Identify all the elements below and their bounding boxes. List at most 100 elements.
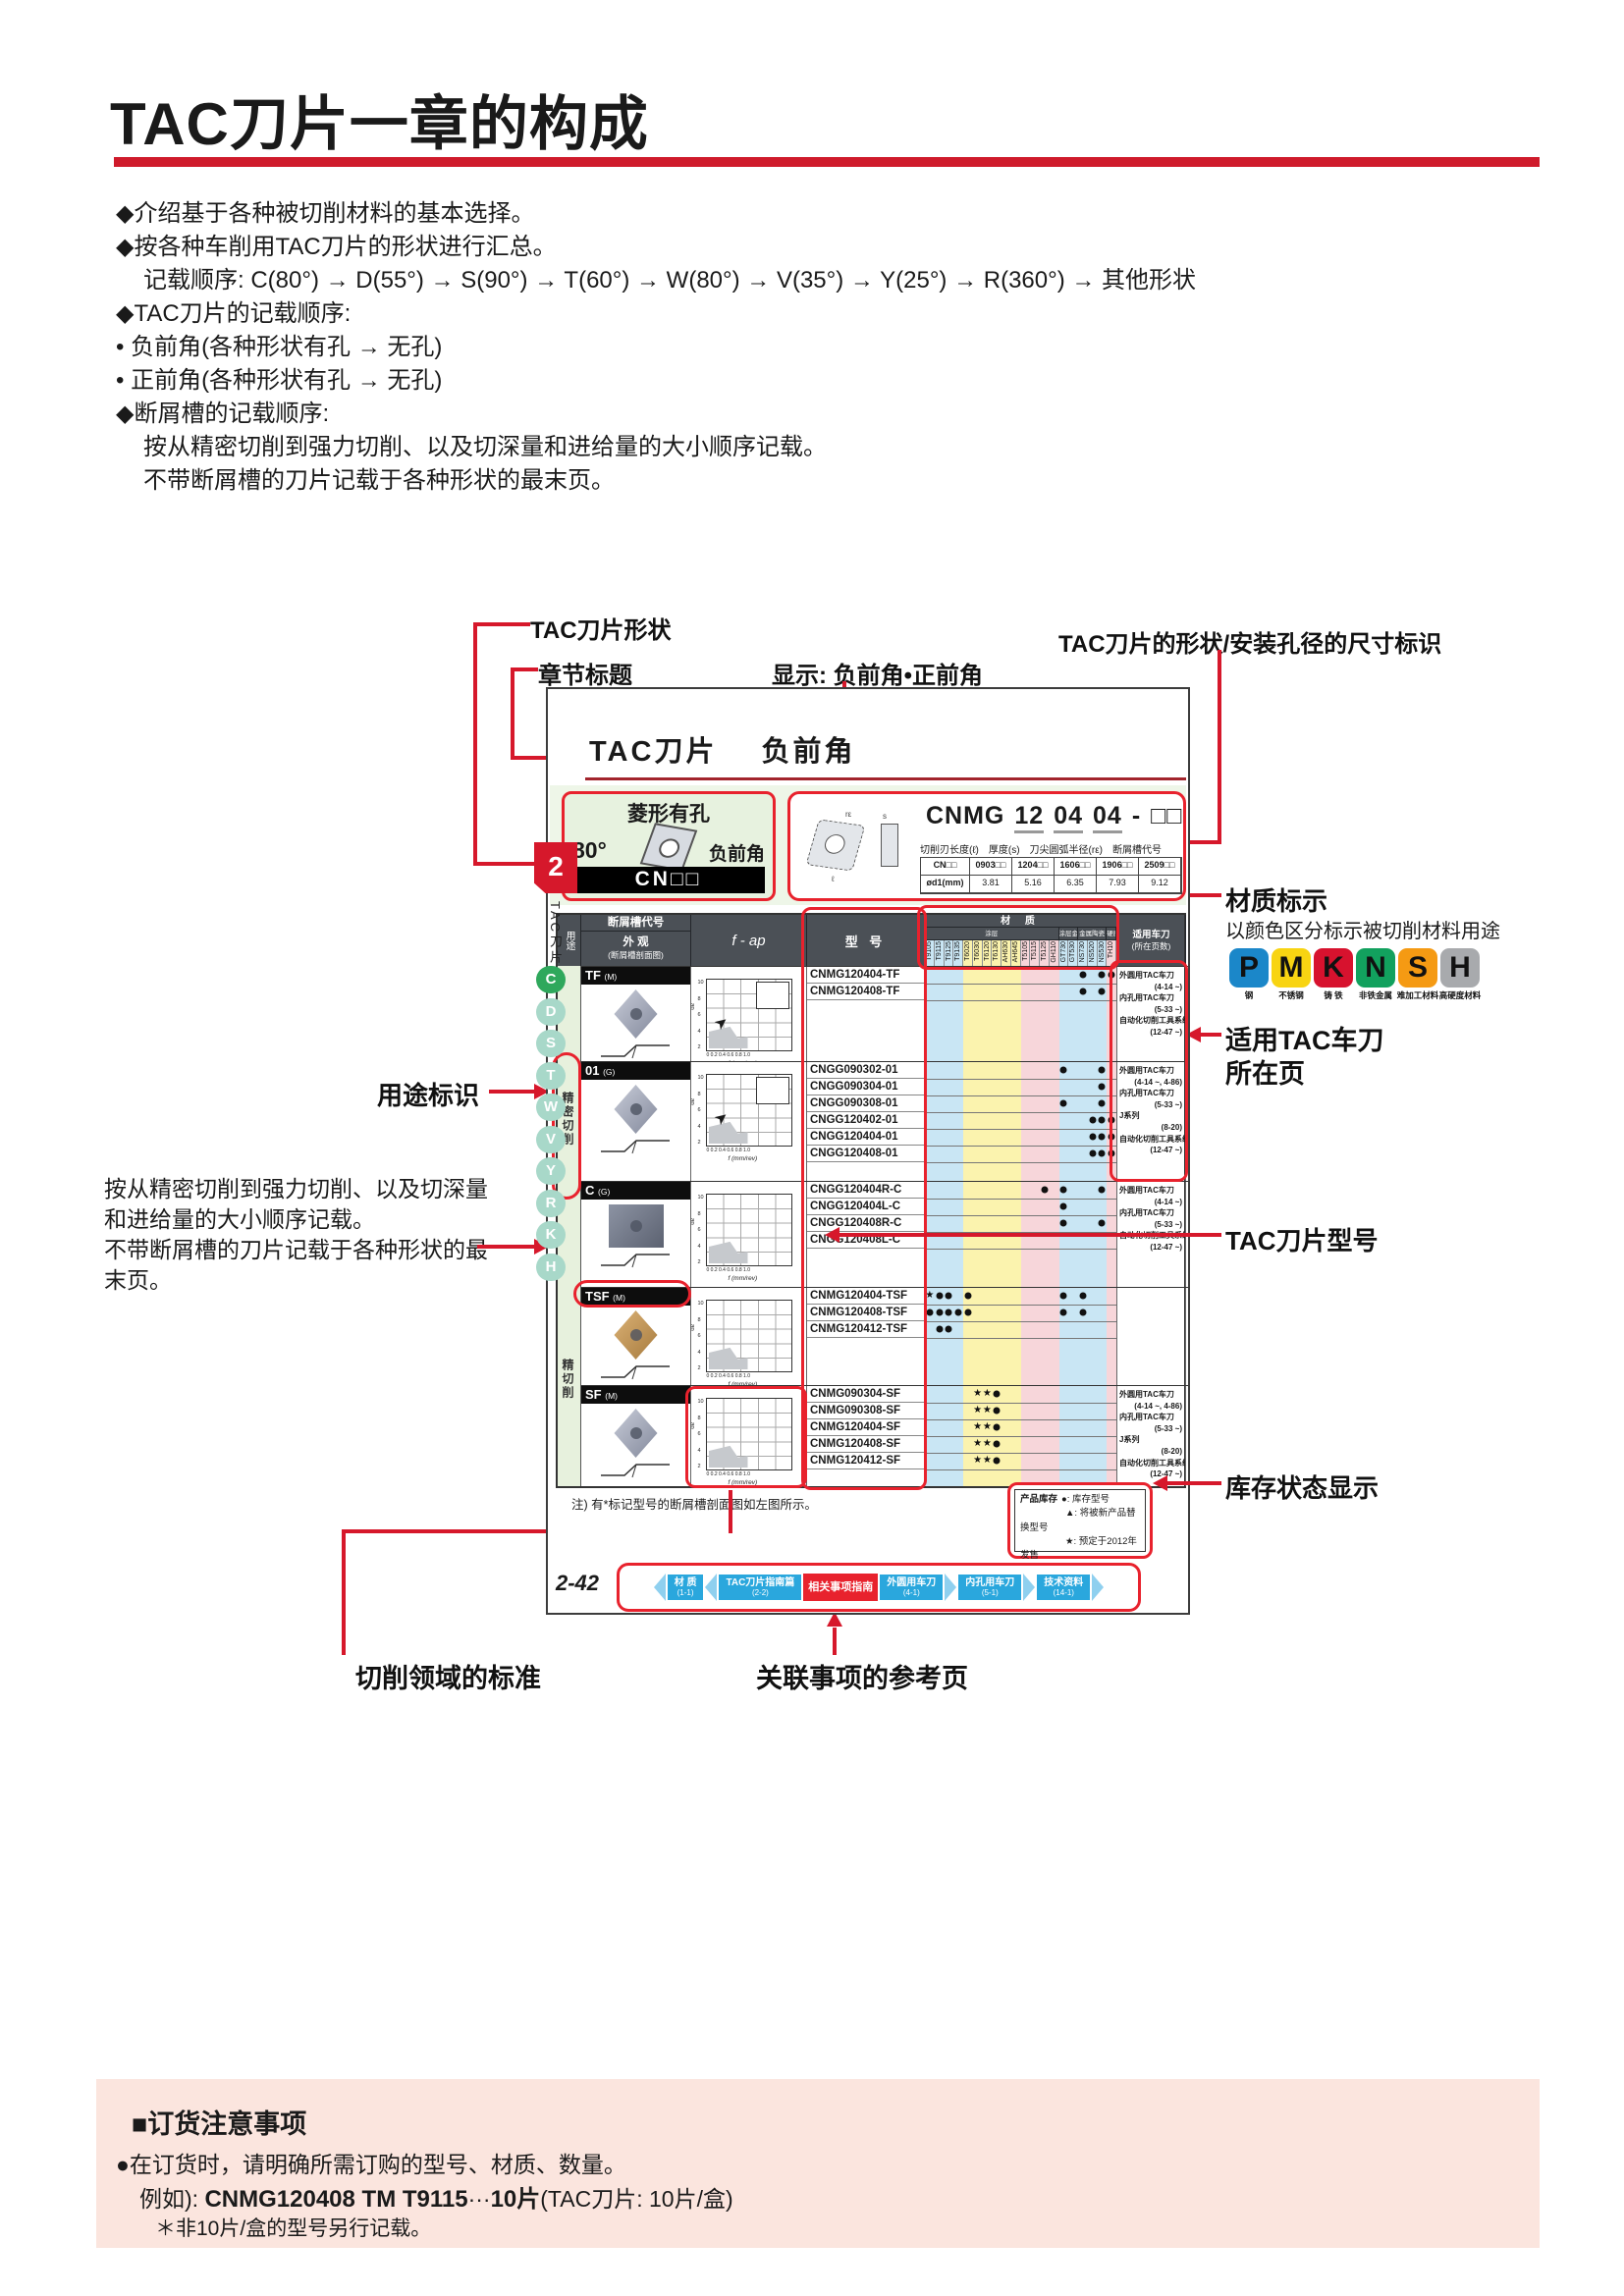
stock-dot-mark	[1041, 1186, 1049, 1194]
connector	[729, 1490, 732, 1533]
insert-photo	[614, 1085, 658, 1134]
header-usage: 用途	[558, 915, 581, 966]
connector	[511, 667, 538, 671]
insert-table: 用途 断屑槽代号 外 观 (断屑槽剖面图) f - ap 型 号 材 质 涂层涂…	[556, 913, 1188, 1488]
stock-dot-mark	[1098, 1219, 1106, 1227]
planned-star-mark: ★	[973, 1405, 983, 1415]
insert-photo	[614, 1310, 658, 1360]
nav-item[interactable]: 技术资料(14-1)	[1037, 1574, 1091, 1601]
ordering-title: ■订货注意事项	[132, 2109, 307, 2139]
annotation-material-mark-title: 材质标示	[1225, 886, 1328, 916]
tool-page-ref: (5-33 ~)	[1154, 1099, 1182, 1109]
connector	[1166, 840, 1221, 844]
breaker-label: C (G)	[581, 1182, 690, 1200]
planned-star-mark: ★	[973, 1421, 983, 1432]
intro-line: • 正前角(各种形状有孔 → 无孔)	[116, 367, 443, 394]
connector	[342, 1529, 732, 1533]
tool-page-ref: 外圆用TAC车刀	[1119, 1186, 1174, 1195]
stock-dot-mark	[1098, 988, 1106, 995]
annotation-cutting-standard: 切削领域的标准	[355, 1664, 541, 1693]
shape-tab-V[interactable]: V	[536, 1125, 566, 1153]
stock-dot-mark	[1108, 1116, 1115, 1124]
dim-label-s: s	[883, 812, 887, 821]
shape-tab-W[interactable]: W	[536, 1094, 566, 1121]
ordering-line2: 例如): CNMG120408 TM T9115···10片(TAC刀片: 10…	[139, 2186, 733, 2213]
nav-item[interactable]: 外圆用车刀(4-1)	[880, 1574, 944, 1601]
catalog-heading-type: TAC刀片	[589, 736, 718, 768]
model-number: CNMG120404-TF	[807, 967, 924, 984]
table-header: 用途 断屑槽代号 外 观 (断屑槽剖面图) f - ap 型 号 材 质 涂层涂…	[558, 915, 1186, 966]
stock-dot-mark	[1059, 1066, 1067, 1074]
planned-star-mark: ★	[982, 1421, 992, 1432]
connector	[1166, 1481, 1221, 1485]
nav-arrow-right-icon	[1023, 1574, 1036, 1601]
intro-line: ◆断屑槽的记载顺序:	[116, 400, 330, 427]
chapter-tab[interactable]: 2	[534, 842, 577, 893]
planned-star-mark: ★	[982, 1455, 992, 1466]
annotation-usage-mark: 用途标识	[377, 1081, 480, 1110]
model-number: CNMG120408-SF	[807, 1436, 924, 1453]
model-number: CNMG120404-SF	[807, 1419, 924, 1436]
stock-dot-mark	[945, 1308, 952, 1316]
insert-photo	[614, 1409, 658, 1458]
stock-dot-mark	[964, 1292, 972, 1300]
model-number: CNGG120402-01	[807, 1112, 924, 1129]
shape-tab-H[interactable]: H	[536, 1253, 566, 1281]
connector	[342, 1529, 346, 1655]
insert-photo	[614, 989, 658, 1039]
annotation-model-no: TAC刀片型号	[1225, 1226, 1379, 1255]
intro-line: ◆TAC刀片的记载顺序:	[116, 300, 352, 327]
intro-line: ◆介绍基于各种被切削材料的基本选择。	[116, 200, 535, 227]
title-rule	[114, 157, 1540, 167]
tool-page-ref: (8-20)	[1161, 1446, 1182, 1456]
tool-page-ref: (12-47 ~)	[1150, 1027, 1182, 1037]
tool-page-ref: (5-33 ~)	[1154, 1219, 1182, 1229]
shape-tab-R[interactable]: R	[536, 1189, 566, 1217]
stock-dot-mark	[993, 1423, 1001, 1431]
nav-item[interactable]: 内孔用车刀(5-1)	[958, 1574, 1022, 1601]
header-pages: 适用车刀 (所在页数)	[1117, 915, 1186, 966]
left-note: 按从精密切削到强力切削、以及切深量和进给量的大小顺序记载。不带断屑槽的刀片记载于…	[104, 1176, 488, 1293]
size-table: CN□□0903□□1204□□1606□□1906□□2509□□ød1(mm…	[920, 857, 1182, 894]
stock-dot-mark	[1059, 1099, 1067, 1107]
stock-dot-mark	[1089, 1116, 1097, 1124]
shape-tab-K[interactable]: K	[536, 1221, 566, 1249]
nav-item[interactable]: 材 质(1-1)	[667, 1574, 704, 1601]
shape-tab-T[interactable]: T	[536, 1061, 566, 1090]
model-number: CNMG120408-TF	[807, 984, 924, 1000]
shape-tab-S[interactable]: S	[536, 1030, 566, 1057]
tool-page-ref: J系列	[1119, 1435, 1140, 1445]
annotation-material-mark-sub: 以颜色区分标示被切削材料用途	[1225, 921, 1500, 942]
tool-page-ref: 自动化切削工具系统	[1119, 1016, 1186, 1026]
connector	[477, 1245, 536, 1249]
model-number: CNMG120412-SF	[807, 1453, 924, 1469]
shape-tab-C[interactable]: C	[536, 966, 566, 993]
stock-dot-mark	[1059, 1292, 1067, 1300]
stock-dot-mark	[993, 1440, 1001, 1448]
catalog-heading: TAC刀片 负前角	[589, 728, 856, 770]
tool-page-ref: (4-14 ~)	[1154, 1197, 1182, 1206]
nav-item[interactable]: 相关事项指南	[803, 1573, 879, 1602]
cross-section-sketch	[600, 1464, 670, 1478]
insert-photo	[608, 1204, 664, 1248]
shape-box-rake: 负前角	[708, 844, 765, 865]
nav-item[interactable]: TAC刀片指南篇(2-2)	[719, 1574, 802, 1601]
breaker-label: 01 (G)	[581, 1062, 690, 1080]
stock-dot-mark	[1098, 1083, 1106, 1091]
stock-dot-mark	[1079, 988, 1087, 995]
shape-tab-Y[interactable]: Y	[536, 1157, 566, 1185]
breaker-label: TSF (M)	[581, 1288, 690, 1306]
shape-tab-D[interactable]: D	[536, 997, 566, 1026]
annotation-tool-pages-2: 所在页	[1225, 1059, 1305, 1089]
tool-page-ref: 内孔用TAC车刀	[1119, 993, 1174, 1003]
tool-page-ref: (5-33 ~)	[1154, 1004, 1182, 1014]
cross-section-sketch	[600, 1140, 670, 1154]
connector	[839, 1233, 1221, 1237]
shape-box-title: 菱形有孔	[627, 803, 710, 826]
